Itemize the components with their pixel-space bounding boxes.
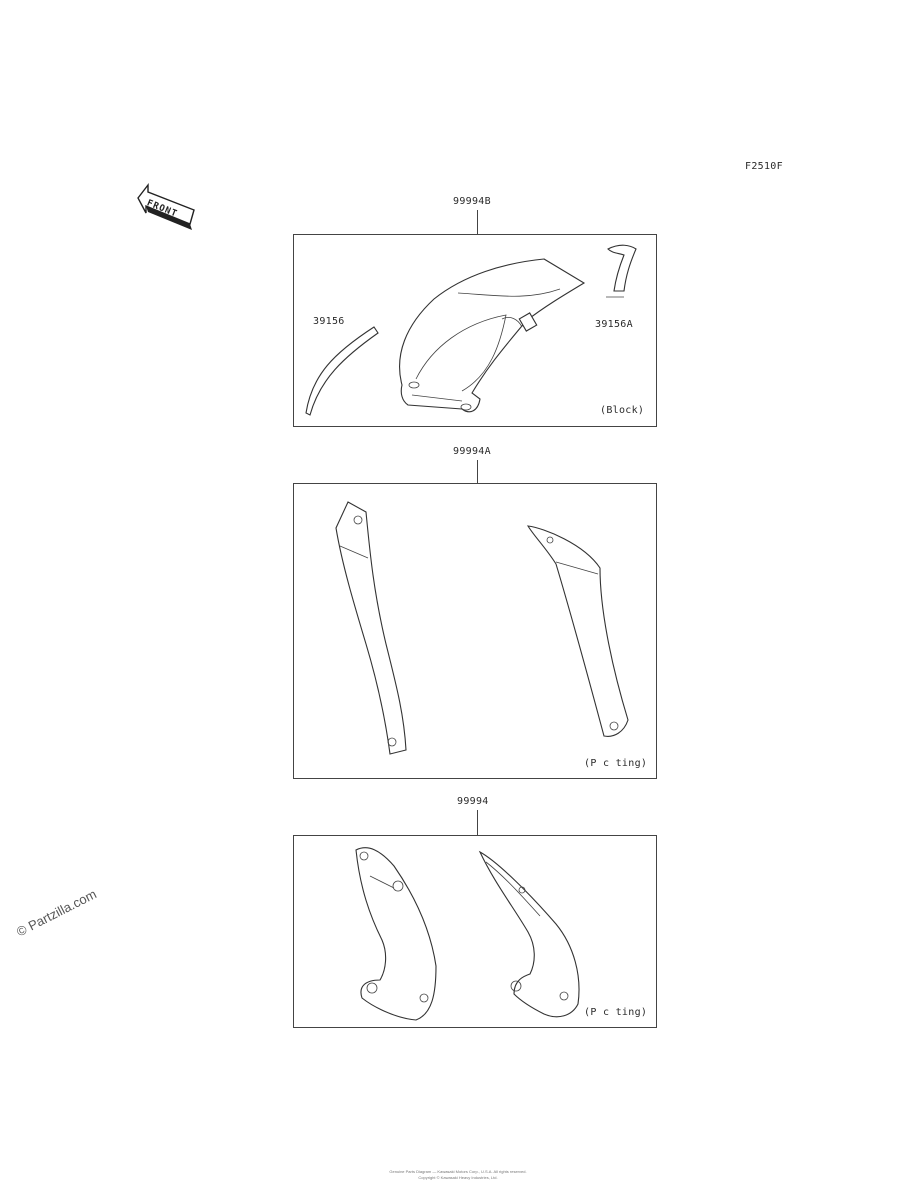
assembly-3-color-note: (P c ting) — [584, 1007, 648, 1018]
strip-39156A — [607, 244, 637, 292]
assembly-1-frame — [293, 234, 657, 427]
footer-line-1: Genuine Parts Diagram — Kawasaki Motors … — [389, 1169, 527, 1174]
assembly-2-frame — [293, 483, 657, 779]
watermark: © Partzilla.com — [14, 886, 99, 940]
assembly-2-drawing — [335, 501, 629, 755]
assembly-3-leader — [477, 810, 478, 836]
diagram-code: F2510F — [745, 161, 783, 172]
assembly-3-part-number: 99994 — [457, 796, 489, 807]
front-arrow: FRONT — [130, 180, 200, 240]
strip-39156 — [305, 326, 379, 416]
left-side-cover — [335, 501, 407, 755]
right-side-cover — [526, 525, 629, 737]
assembly-1-drawing — [305, 244, 637, 416]
front-arrow-icon — [137, 182, 195, 230]
assembly-3-drawing — [355, 847, 580, 1021]
footer-line-2: Copyright © Kawasaki Heavy Industries, L… — [418, 1175, 498, 1180]
assembly-1-leader — [477, 210, 478, 235]
assembly-1-part-number: 99994B — [453, 196, 491, 207]
callout-39156: 39156 — [313, 316, 345, 327]
assembly-2-part-number: 99994A — [453, 446, 491, 457]
left-heel-guard — [355, 847, 437, 1021]
right-heel-guard — [478, 850, 580, 1018]
assembly-2-leader — [477, 460, 478, 484]
assembly-3-frame — [293, 835, 657, 1028]
assembly-1-color-note: (Block) — [600, 405, 645, 416]
callout-39156A: 39156A — [595, 319, 633, 330]
assembly-2-color-note: (P c ting) — [584, 758, 648, 769]
rear-fender — [399, 258, 586, 413]
